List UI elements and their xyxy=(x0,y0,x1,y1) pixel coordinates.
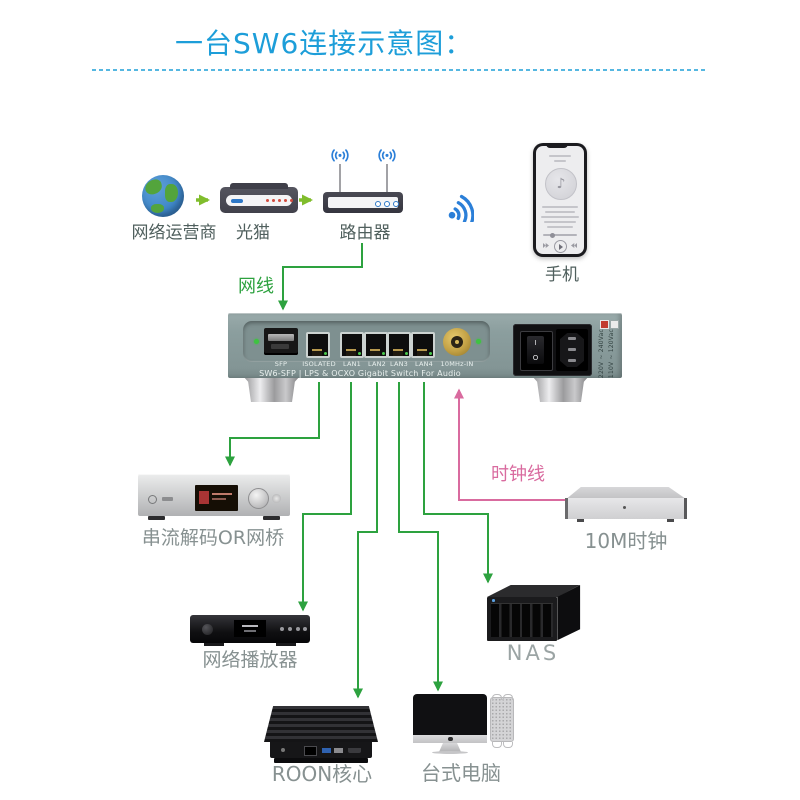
wire-lan1-to-player xyxy=(298,382,352,612)
phone-screen: ♪ xyxy=(536,146,584,254)
ethernet-cable-label: 网线 xyxy=(238,276,274,297)
player-label: 网络播放器 xyxy=(202,649,298,671)
wifi-small-icon xyxy=(331,149,349,162)
modem-icon xyxy=(220,183,298,213)
port-label-lan3: LAN3 xyxy=(389,360,408,368)
status-led xyxy=(476,339,481,344)
clock-label: 10M时钟 xyxy=(584,529,668,553)
port-label-lan4: LAN4 xyxy=(414,360,433,368)
sw6-switch: SFP ISOLATED LAN1 LAN2 LAN3 LAN4 10MHz-I… xyxy=(228,313,622,405)
router-antenna xyxy=(339,164,341,194)
lan4-port xyxy=(411,332,435,358)
roon-heatsink xyxy=(264,706,378,742)
player-device xyxy=(190,614,310,647)
decoder-display xyxy=(195,485,238,511)
switch-foot xyxy=(532,376,589,402)
roon-core-device xyxy=(262,700,380,766)
wire-lan4-to-nas xyxy=(423,382,493,584)
router-antenna xyxy=(386,164,388,194)
nas-drive-bays xyxy=(491,603,553,637)
voltage-select-white xyxy=(610,320,619,329)
roon-label: ROON核心 xyxy=(271,762,373,786)
player-display xyxy=(234,620,266,637)
imac-icon xyxy=(413,694,487,754)
nas-device xyxy=(487,584,582,644)
voltage-text-220: 220V ~ 240Vac xyxy=(598,329,605,379)
port-label-isolated: ISOLATED xyxy=(302,360,336,368)
internet-globe-icon xyxy=(142,175,184,217)
clock-cable-label: 时钟线 xyxy=(491,464,545,485)
clock-device xyxy=(563,485,689,525)
iec-power-inlet xyxy=(556,329,588,371)
phone-icon: ♪ xyxy=(533,143,587,257)
wire-lan3-to-desktop xyxy=(398,382,443,692)
wire-isolated-to-decoder xyxy=(225,382,320,467)
voltage-text-110: 110V ~ 120Vac xyxy=(608,329,615,379)
port-label-clock: 10MHz-IN xyxy=(440,360,474,368)
router-icon xyxy=(323,192,403,213)
play-icon xyxy=(554,240,567,253)
page-title: 一台SW6连接示意图： xyxy=(175,27,474,60)
isolated-port xyxy=(306,332,330,358)
switch-model-text: SW6-SFP | LPS & OCXO Gigabit Switch For … xyxy=(259,369,461,378)
macpro-tower-icon xyxy=(490,694,514,748)
phone-label: 手机 xyxy=(545,265,579,285)
prev-track-icon xyxy=(543,243,549,248)
lan1-port xyxy=(340,332,364,358)
clock-input-bnc xyxy=(443,328,471,356)
sfp-port xyxy=(264,328,298,355)
lan2-port xyxy=(364,332,388,358)
router-label: 路由器 xyxy=(339,223,391,243)
music-note-icon: ♪ xyxy=(545,168,577,200)
nas-label: NAS xyxy=(506,641,560,665)
wire-lan2-to-roon xyxy=(353,382,378,699)
next-track-icon xyxy=(571,243,577,248)
status-led xyxy=(254,339,259,344)
port-label-sfp: SFP xyxy=(274,360,288,368)
decoder-device xyxy=(138,472,290,520)
dashed-divider xyxy=(92,69,708,71)
lan3-port xyxy=(387,332,411,358)
wire-clock-to-switch xyxy=(454,388,565,501)
isp-label: 网络运营商 xyxy=(131,223,217,243)
port-label-lan1: LAN1 xyxy=(342,360,361,368)
switch-foot xyxy=(243,376,300,402)
wifi-signal-icon xyxy=(448,194,474,222)
desktop-label: 台式电脑 xyxy=(421,761,501,785)
port-label-lan2: LAN2 xyxy=(367,360,386,368)
modem-label: 光猫 xyxy=(236,223,270,243)
wire-router-to-switch xyxy=(278,243,363,311)
voltage-select-red xyxy=(600,320,609,329)
decoder-label: 串流解码OR网桥 xyxy=(141,527,285,549)
wifi-small-icon xyxy=(378,149,396,162)
volume-knob xyxy=(248,488,269,509)
